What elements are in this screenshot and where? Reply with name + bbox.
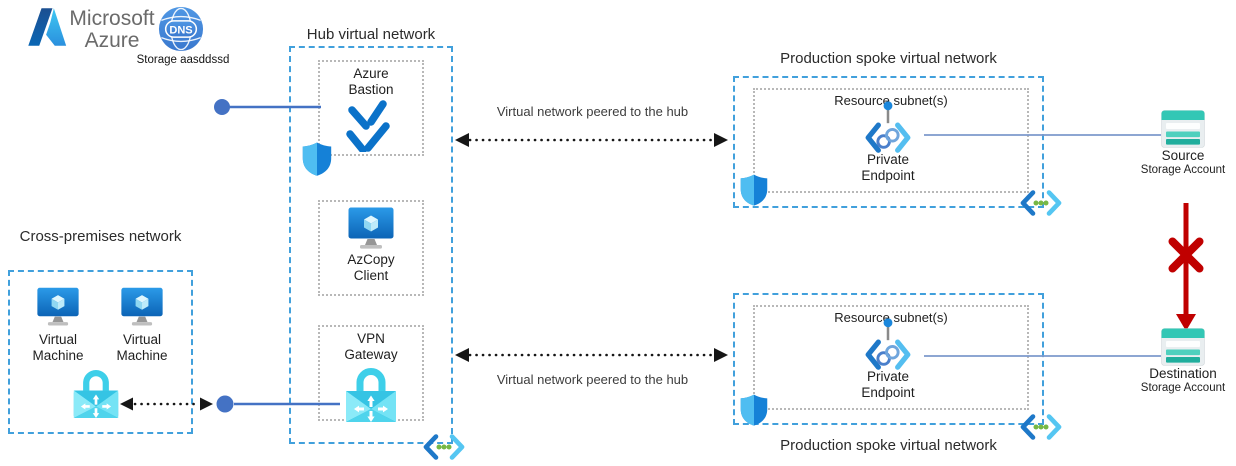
resource-subnet-box-bottom — [753, 305, 1029, 410]
resource-subnet-label-top: Resource subnet(s) — [834, 93, 948, 108]
virtual-machine-icon-1 — [37, 287, 79, 326]
destination-storage-icon — [1161, 328, 1205, 366]
nsg-shield-icon-spoke-bottom — [740, 394, 768, 426]
virtual-machine-label-2: Virtual Machine — [116, 332, 168, 364]
virtual-machine-icon-2 — [121, 287, 163, 326]
blocked-x-icon-2 — [1168, 237, 1204, 273]
virtual-machine-label-1: Virtual Machine — [32, 332, 84, 364]
nsg-shield-icon-spoke-top — [740, 174, 768, 206]
azure-bastion-label: Azure Bastion — [348, 66, 394, 98]
private-endpoint-icon-top — [865, 101, 911, 153]
vpn-connector-dot — [216, 395, 234, 413]
dns-label: DNS — [169, 24, 192, 36]
vpn-gateway-icon — [346, 368, 396, 422]
resource-subnet-box-top — [753, 88, 1029, 193]
local-gateway-icon — [73, 370, 119, 418]
azcopy-client-icon — [348, 207, 394, 249]
dns-caption: Storage aasddssd — [136, 54, 230, 66]
source-storage-name: Source — [1161, 148, 1205, 163]
source-storage-icon — [1161, 110, 1205, 148]
destination-storage-name: Destination — [1149, 366, 1217, 381]
private-endpoint-label-top: Private Endpoint — [861, 152, 915, 184]
spoke-top-box — [733, 76, 1044, 208]
azure-bastion-icon — [346, 100, 390, 152]
private-endpoint-label-bottom: Private Endpoint — [861, 369, 915, 401]
spoke-bottom-title: Production spoke virtual network — [780, 437, 997, 454]
resource-subnet-label-bottom: Resource subnet(s) — [834, 310, 948, 325]
hub-vnet-title: Hub virtual network — [306, 26, 436, 43]
source-storage-type: Storage Account — [1140, 164, 1226, 176]
virtual-network-icon-spoke-bottom — [1020, 414, 1062, 440]
dns-icon: DNS — [158, 6, 204, 52]
spoke-top-title: Production spoke virtual network — [780, 50, 997, 67]
azcopy-client-label: AzCopy Client — [347, 252, 395, 284]
nsg-shield-icon-hub — [302, 142, 332, 176]
destination-storage-type: Storage Account — [1140, 382, 1226, 394]
peering-bottom-arrowhead-left — [455, 348, 469, 362]
vpn-gateway-label: VPN Gateway — [344, 331, 398, 363]
bastion-connector-dot — [214, 99, 230, 115]
spoke-bottom-box — [733, 293, 1044, 425]
peering-top-arrowhead-left — [455, 133, 469, 147]
virtual-network-icon-spoke-top — [1020, 190, 1062, 216]
peering-label-top: Virtual network peered to the hub — [496, 104, 689, 119]
brand-line1: Microsoft — [69, 7, 155, 30]
cross-premises-title: Cross-premises network — [19, 228, 182, 245]
peering-bottom-arrowhead-right — [714, 348, 728, 362]
hub-vnet-box — [289, 46, 453, 444]
private-endpoint-icon-bottom — [865, 318, 911, 370]
peering-top-arrowhead-right — [714, 133, 728, 147]
peering-label-bottom: Virtual network peered to the hub — [496, 372, 689, 387]
cross-premises-box — [8, 270, 193, 434]
vpn-arrowhead-right — [200, 397, 213, 411]
azure-logo-icon — [28, 8, 67, 46]
azcopy-subnet-box — [318, 200, 424, 296]
virtual-network-icon-hub — [423, 434, 465, 460]
blocked-x-icon — [1168, 237, 1204, 273]
brand-wordmark: Microsoft Azure — [66, 7, 158, 53]
brand-line2: Azure — [84, 29, 140, 53]
